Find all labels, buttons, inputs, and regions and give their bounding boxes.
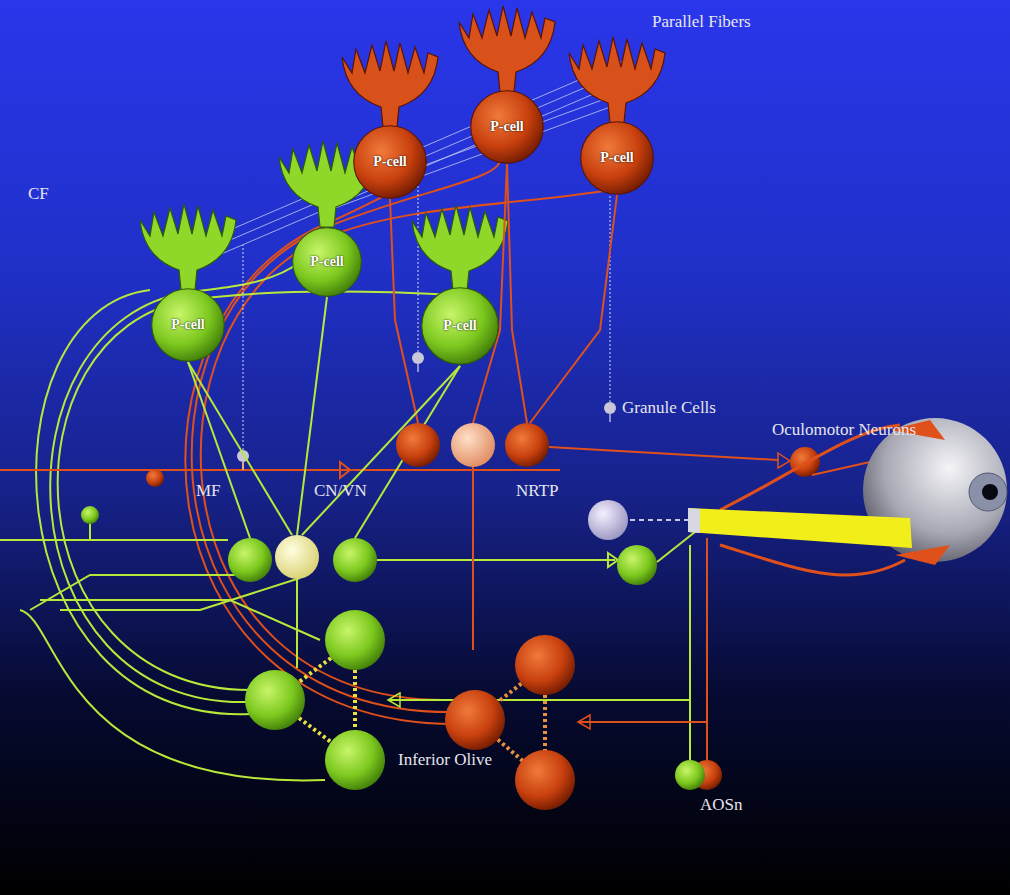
fiber-label: CF [28, 184, 49, 204]
cell-label: P-cell [600, 150, 633, 166]
eye-illustration [688, 418, 1007, 575]
fiber-label: Parallel Fibers [652, 12, 751, 32]
cell-label: P-cell [373, 154, 406, 170]
purkinje-cell: P-cell [292, 227, 362, 297]
inferior-olive [245, 610, 707, 810]
mossy-fibers [0, 462, 618, 610]
cell-group-label: Granule Cells [622, 398, 716, 418]
purkinje-axons [188, 164, 617, 668]
purkinje-cell: P-cell [470, 90, 544, 164]
nucleus-label: NRTP [516, 481, 558, 501]
nucleus-label: AOSn [700, 795, 743, 815]
cell-label: P-cell [490, 119, 523, 135]
purkinje-cell: P-cell [151, 288, 225, 362]
cell-label: P-cell [310, 254, 343, 270]
purkinje-cell: P-cell [353, 125, 427, 199]
climbing-fibers-orange [185, 160, 610, 724]
purkinje-cell: P-cell [421, 287, 499, 365]
cell-label: P-cell [171, 317, 204, 333]
nucleus-label: CN/VN [314, 481, 367, 501]
granule-cells [237, 80, 616, 470]
cell-group-label: Oculomotor Neurons [772, 420, 916, 440]
cell-label: P-cell [443, 318, 476, 334]
climbing-fibers-green [20, 232, 455, 780]
fiber-label: MF [196, 481, 221, 501]
purkinje-cell: P-cell [580, 121, 654, 195]
nucleus-label: Inferior Olive [398, 750, 492, 770]
